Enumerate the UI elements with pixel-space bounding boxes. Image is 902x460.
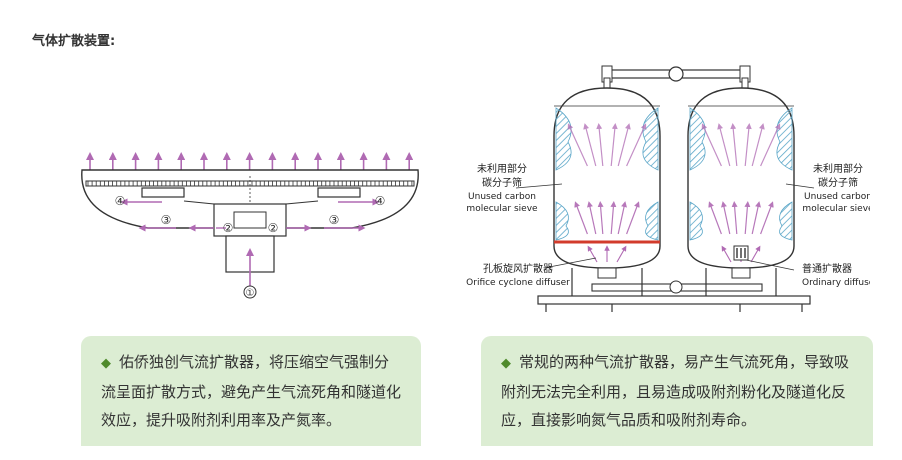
label-unused-sieve-left: 未利用部分 碳分子筛 Unused carbon molecular sieve <box>466 162 538 214</box>
flow-arrow <box>597 201 604 235</box>
flow-arrow <box>751 123 765 167</box>
flow-arrow <box>617 201 627 235</box>
tower-flow-arrows <box>567 123 781 263</box>
flow-arrow <box>596 123 604 167</box>
svg-text:孔板旋风扩散器: 孔板旋风扩散器 <box>483 262 553 275</box>
flow-arrow <box>616 245 627 263</box>
conventional-diffuser-text: 常规的两种气流扩散器，易产生气流死角，导致吸附剂无法完全利用，且易造成吸附剂粉化… <box>501 353 850 429</box>
flow-arrow <box>610 201 617 235</box>
flow-arrow <box>583 123 597 167</box>
flow-arrow <box>626 201 640 235</box>
flow-arrow <box>760 201 774 235</box>
flow-arrow <box>574 201 588 235</box>
flow-arrow <box>751 201 761 235</box>
tower-right <box>687 87 795 269</box>
flow-arrow <box>750 245 761 263</box>
marker-3-left: ③ <box>161 213 172 227</box>
svg-text:②: ② <box>268 221 279 235</box>
flow-arrow <box>587 245 598 263</box>
svg-text:③: ③ <box>161 213 172 227</box>
svg-text:普通扩散器: 普通扩散器 <box>802 262 852 275</box>
diamond-bullet-icon: ◆ <box>101 356 111 371</box>
marker-3-right: ③ <box>329 213 340 227</box>
diffuser-comparison-figure: ① ② ② ③ ③ ④ ④ <box>32 56 870 346</box>
flow-arrow <box>610 123 618 167</box>
marker-2-left: ② <box>223 221 234 235</box>
plate-holes <box>87 181 413 186</box>
marker-2-right: ② <box>268 221 279 235</box>
svg-text:Orifice cyclone diffuser: Orifice cyclone diffuser <box>466 278 570 288</box>
flow-arrow <box>701 123 722 167</box>
svg-text:④: ④ <box>375 194 386 208</box>
flow-arrow <box>617 123 631 167</box>
marker-4-right: ④ <box>375 194 386 208</box>
cyclone-diffuser-diagram: ① ② ② ③ ③ ④ ④ <box>81 152 419 299</box>
skid-base <box>537 295 811 305</box>
flow-arrow <box>760 123 781 167</box>
diamond-bullet-icon: ◆ <box>501 356 511 371</box>
flow-arrow <box>708 201 722 235</box>
flow-arrow <box>721 245 732 263</box>
unused-sieve-zones <box>555 107 793 241</box>
svg-text:Unused carbon: Unused carbon <box>468 192 536 202</box>
flow-arrow <box>717 123 731 167</box>
proprietary-diffuser-card: ◆佑侨独创气流扩散器，将压缩空气强制分流呈面扩散方式，避免产生气流死角和隧道化效… <box>81 336 421 446</box>
flow-arrow <box>744 123 752 167</box>
marker-1: ① <box>243 285 257 299</box>
flow-arrow <box>730 123 738 167</box>
svg-text:③: ③ <box>329 213 340 227</box>
adsorption-towers-diagram: 未利用部分 碳分子筛 Unused carbon molecular sieve… <box>466 65 870 312</box>
label-orifice-diffuser: 孔板旋风扩散器 Orifice cyclone diffuser <box>466 262 570 288</box>
svg-text:②: ② <box>223 221 234 235</box>
tower-left <box>553 87 661 269</box>
flow-arrow <box>626 123 647 167</box>
marker-4-left: ④ <box>115 194 126 208</box>
svg-text:Ordinary diffuser: Ordinary diffuser <box>802 278 870 288</box>
svg-text:Unused carbon: Unused carbon <box>804 192 870 202</box>
flow-arrow <box>744 201 751 235</box>
svg-text:①: ① <box>246 288 255 299</box>
flow-arrow <box>721 201 731 235</box>
flow-arrow <box>587 201 597 235</box>
section-title: 气体扩散装置: <box>32 34 116 49</box>
svg-text:未利用部分: 未利用部分 <box>813 162 863 175</box>
svg-text:碳分子筛: 碳分子筛 <box>482 176 522 189</box>
svg-text:未利用部分: 未利用部分 <box>477 162 527 175</box>
label-ordinary-diffuser: 普通扩散器 Ordinary diffuser <box>802 262 870 288</box>
flow-arrow <box>731 201 738 235</box>
conventional-diffuser-card: ◆常规的两种气流扩散器，易产生气流死角，导致吸附剂无法完全利用，且易造成吸附剂粉… <box>481 336 873 446</box>
svg-text:molecular sieve: molecular sieve <box>466 204 538 214</box>
svg-text:molecular sieve: molecular sieve <box>802 204 870 214</box>
proprietary-diffuser-text: 佑侨独创气流扩散器，将压缩空气强制分流呈面扩散方式，避免产生气流死角和隧道化效应… <box>101 353 402 429</box>
svg-text:④: ④ <box>115 194 126 208</box>
svg-text:碳分子筛: 碳分子筛 <box>818 176 858 189</box>
flow-arrow <box>567 123 588 167</box>
label-unused-sieve-right: 未利用部分 碳分子筛 Unused carbon molecular sieve <box>802 162 870 214</box>
